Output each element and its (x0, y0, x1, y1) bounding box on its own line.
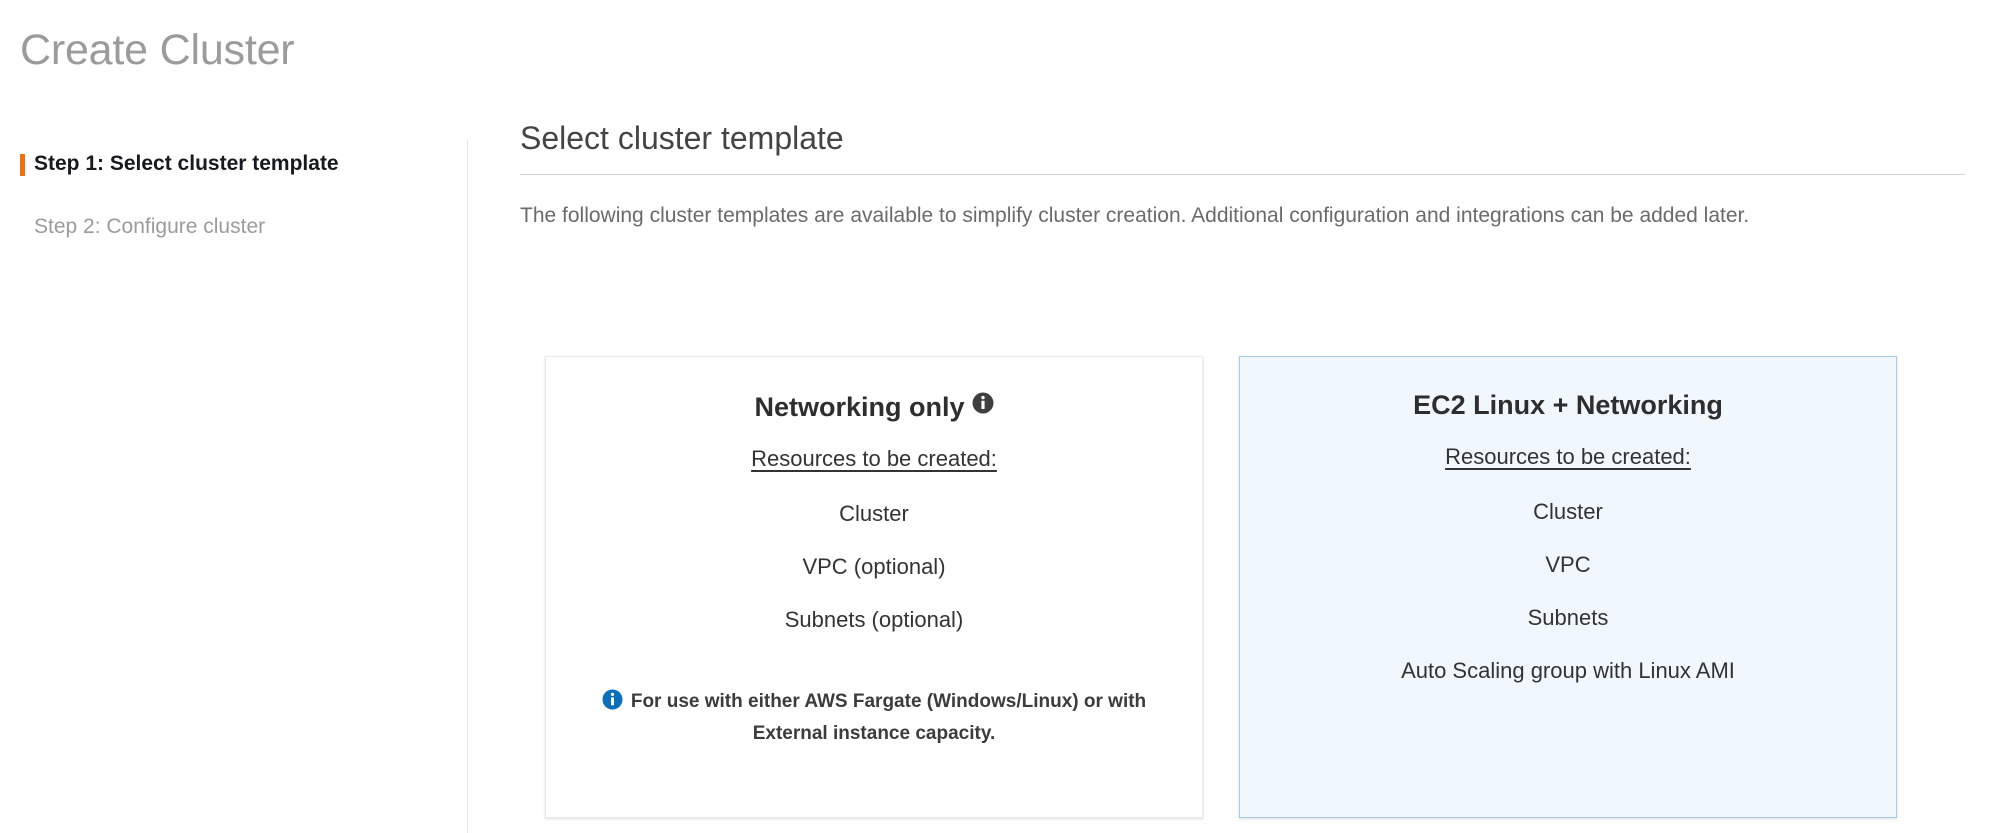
wizard-step-configure-cluster[interactable]: Step 2: Configure cluster (0, 214, 467, 240)
resource-item: VPC (1545, 552, 1591, 577)
cluster-template-card-list: Networking only Resources to be created:… (545, 356, 1897, 818)
resource-item: Subnets (1527, 605, 1609, 630)
resource-item: Cluster (839, 501, 909, 526)
card-note-text: For use with either AWS Fargate (Windows… (630, 691, 1147, 744)
cluster-template-card-ec2-linux-networking[interactable]: EC2 Linux + Networking Resources to be c… (1239, 356, 1897, 818)
resources-to-be-created-label: Resources to be created: (1445, 444, 1691, 469)
wizard-step-select-cluster-template[interactable]: Step 1: Select cluster template (0, 151, 467, 177)
resources-to-be-created-label: Resources to be created: (751, 446, 997, 471)
active-step-marker (20, 154, 25, 176)
resource-item: Auto Scaling group with Linux AMI (1401, 658, 1735, 683)
wizard-step-nav: Step 1: Select cluster template Step 2: … (0, 140, 468, 833)
card-title: Networking only (568, 383, 1180, 429)
section-description: The following cluster templates are avai… (520, 204, 1750, 227)
card-note: For use with either AWS Fargate (Windows… (568, 686, 1180, 750)
card-title-label: Networking only (754, 392, 965, 422)
card-title: EC2 Linux + Networking (1262, 383, 1874, 427)
card-title-label: EC2 Linux + Networking (1413, 390, 1723, 420)
info-circle-blue-icon (602, 689, 623, 710)
cluster-template-card-networking-only[interactable]: Networking only Resources to be created:… (545, 356, 1203, 818)
wizard-step-label: Step 2: Configure cluster (34, 215, 266, 238)
resource-item: Cluster (1533, 499, 1603, 524)
section-heading: Select cluster template (520, 120, 844, 156)
wizard-step-label: Step 1: Select cluster template (34, 152, 339, 175)
resource-item: VPC (optional) (802, 554, 946, 579)
heading-divider (520, 174, 1965, 175)
info-circle-dark-icon[interactable] (972, 383, 994, 414)
main-content: Select cluster template The following cl… (520, 118, 1970, 256)
page-title: Create Cluster (20, 26, 295, 74)
resource-item: Subnets (optional) (784, 607, 964, 632)
